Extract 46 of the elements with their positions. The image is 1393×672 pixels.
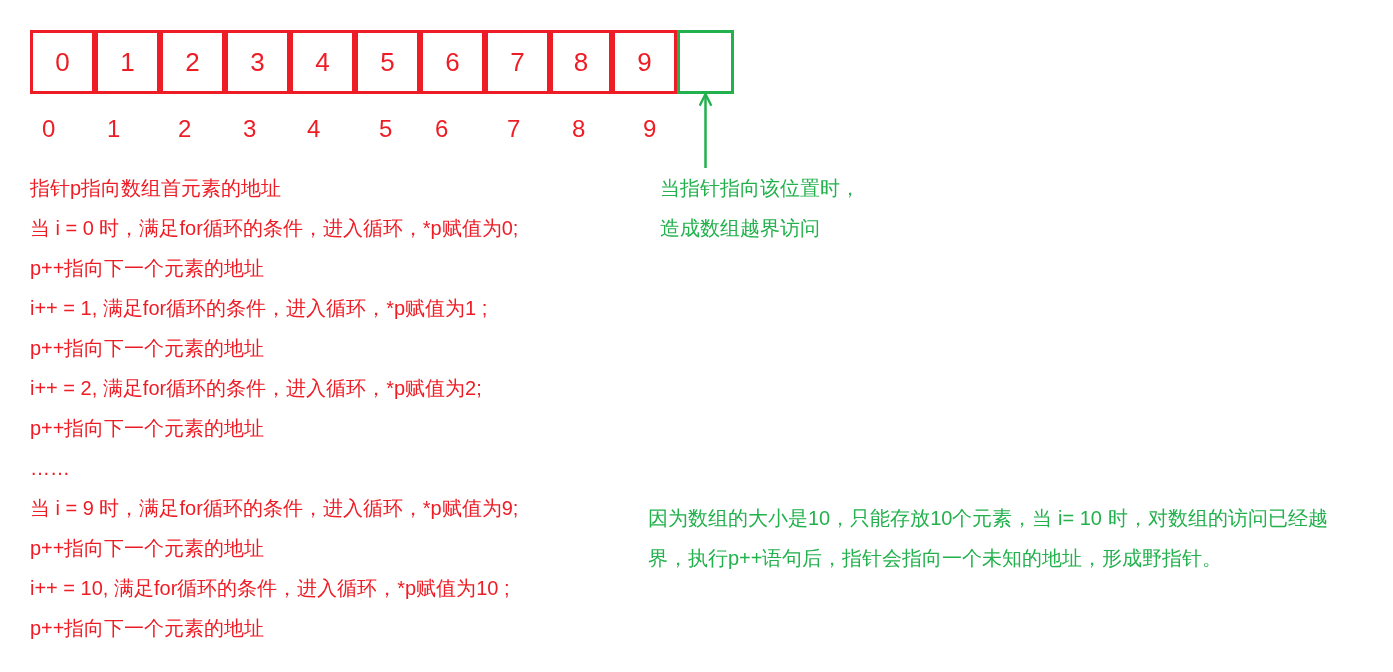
index-number: 5 — [379, 115, 393, 143]
explanation-line: p++指向下一个元素的地址 — [30, 536, 265, 561]
index-number: 3 — [243, 115, 257, 143]
cell-value: 6 — [445, 46, 460, 78]
cell-value: 3 — [250, 46, 265, 78]
cell-value: 1 — [120, 46, 135, 78]
array-cell — [420, 30, 485, 94]
cell-value: 2 — [185, 46, 200, 78]
array-cell — [550, 30, 612, 94]
explanation-line: i++ = 2, 满足for循环的条件，进入循环，*p赋值为2; — [30, 376, 482, 401]
explanation-line: 当 i = 9 时，满足for循环的条件，进入循环，*p赋值为9; — [30, 496, 519, 521]
index-number: 9 — [643, 115, 657, 143]
explanation-line: …… — [30, 456, 70, 481]
cell-value: 5 — [380, 46, 395, 78]
index-number: 4 — [307, 115, 321, 143]
array-cell — [485, 30, 550, 94]
array-cell — [95, 30, 160, 94]
explanation-line: 当 i = 0 时，满足for循环的条件，进入循环，*p赋值为0; — [30, 216, 519, 241]
cell-value: 9 — [637, 46, 652, 78]
cell-value: 8 — [573, 46, 589, 78]
index-number: 2 — [178, 115, 192, 143]
array-cell — [30, 30, 95, 94]
conclusion-text: 因为数组的大小是10，只能存放10个元素，当 i= 10 时，对数组的访问已经越界，执行p++语句后，指针会指向一个未知的地址，形成野指针。 — [648, 506, 1329, 571]
empty-array-cell — [677, 30, 734, 94]
index-number: 0 — [42, 115, 56, 143]
array-cell — [290, 30, 355, 94]
index-number: 7 — [507, 115, 521, 143]
index-number: 6 — [435, 115, 449, 143]
explanation-line: i++ = 10, 满足for循环的条件，进入循环，*p赋值为10 ; — [30, 576, 510, 601]
arrow — [698, 92, 713, 168]
explanation-line: p++指向下一个元素的地址 — [30, 616, 265, 641]
cell-value: 4 — [315, 46, 330, 78]
index-number: 8 — [572, 115, 586, 143]
array-cell — [612, 30, 677, 94]
index-number: 1 — [107, 115, 121, 143]
explanation-line: i++ = 1, 满足for循环的条件，进入循环，*p赋值为1 ; — [30, 296, 488, 321]
array-cell — [160, 30, 225, 94]
explanation-line: p++指向下一个元素的地址 — [30, 416, 265, 441]
explanation-line: p++指向下一个元素的地址 — [30, 336, 265, 361]
explanation-line: p++指向下一个元素的地址 — [30, 256, 265, 281]
array-cell — [355, 30, 420, 94]
explanation-line: 指针p指向数组首元素的地址 — [30, 176, 282, 201]
note-text: 当指针指向该位置时，造成数组越界访问 — [660, 176, 861, 241]
cell-value: 7 — [510, 46, 525, 78]
cell-value: 0 — [55, 46, 70, 78]
array-cell — [225, 30, 290, 94]
